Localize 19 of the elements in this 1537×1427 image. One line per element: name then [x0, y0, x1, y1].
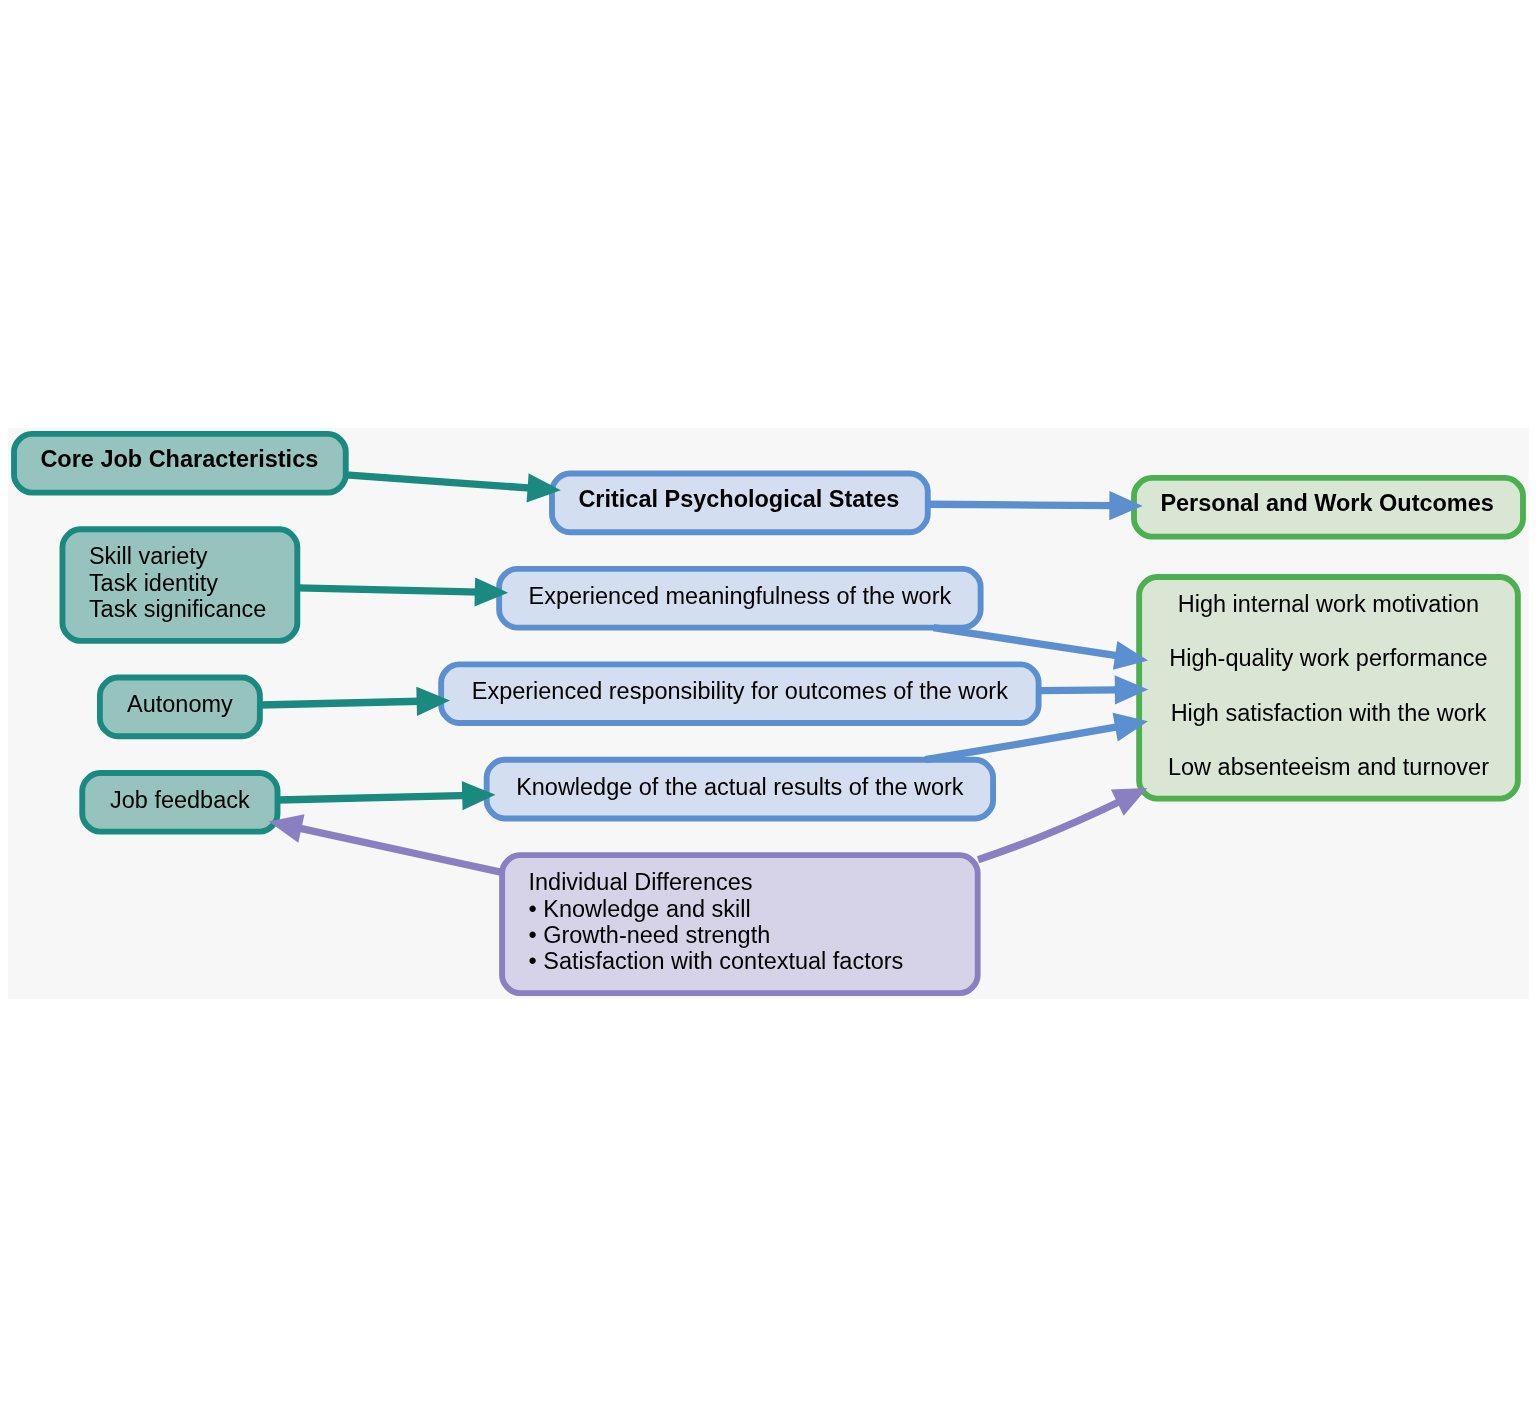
node-box: Knowledge of the actual results of the work [483, 756, 996, 822]
arrow [976, 788, 1148, 864]
node-box: High internal work motivation High-quality work performance High satisfaction with the work Low absenteeism and turnover [1136, 574, 1521, 802]
arrow [345, 471, 561, 503]
arrow [297, 577, 509, 607]
node-box: Autonomy [96, 674, 263, 740]
arrow [268, 814, 503, 876]
node-box: Experienced responsibility for outcomes of the work [438, 661, 1042, 726]
arrow [277, 781, 496, 811]
node-box: Critical Psychological States [549, 470, 931, 536]
node-box: Experienced meaningfulness of the work [496, 566, 984, 631]
node-box: Core Job Characteristics [11, 430, 349, 496]
node-box: Job feedback [79, 770, 281, 835]
node-box: Individual Differences • Knowledge and skill • Growth-need strength • Satisfaction with contextual factors [499, 852, 981, 997]
node-box: Personal and Work Outcomes [1131, 474, 1526, 540]
node-box: Skill variety Task identity Task significance [59, 526, 301, 644]
arrow [927, 491, 1143, 521]
arrow [259, 686, 451, 716]
arrow [1038, 675, 1149, 705]
